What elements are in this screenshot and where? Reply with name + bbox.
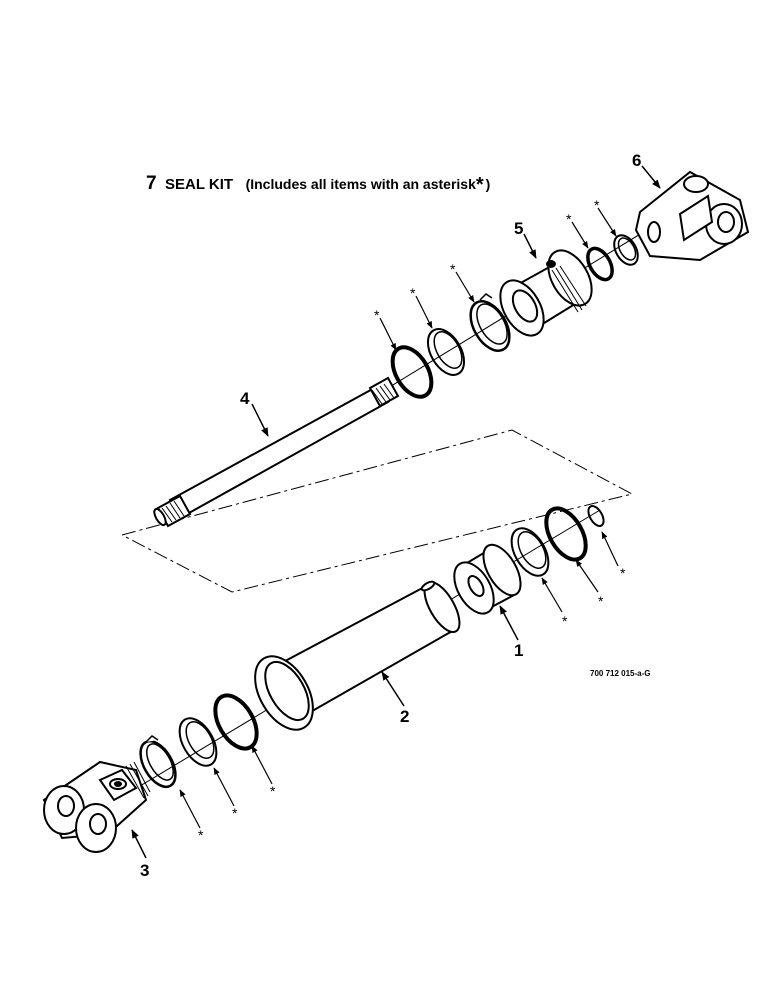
rod-o-ring-upper [390,345,434,399]
piston [453,543,522,615]
callout-leaders [131,165,661,859]
rod-clevis [634,170,750,262]
seal-kit-close-paren: ) [485,176,491,192]
assembly-boundary-dashed [121,429,634,593]
asterisk-leaders [179,207,619,829]
asterisk-mark: * [270,783,276,799]
drawing-reference-code: 700 712 015-a-G [590,669,651,678]
barrel-o-ring-lower [213,693,259,751]
callout-1: 1 [514,641,523,660]
seal-kit-item-number: 7 [146,173,157,194]
retaining-ring-upper [469,293,511,352]
piston-rod [153,376,400,528]
asterisk-mark: * [562,613,568,629]
rod-seal-small-2 [613,234,639,266]
rod-seal-small-1 [586,246,614,282]
callout-5: 5 [514,219,523,238]
gland [499,249,593,337]
asterisk-mark: * [410,285,416,301]
rod-wiper-ring-upper [426,328,466,376]
asterisk-mark: * [620,565,626,581]
asterisk-mark: * [598,593,604,609]
barrel-backup-ring-lower [178,717,218,767]
asterisk-mark: * [594,197,600,213]
base-clevis [42,760,151,853]
seal-kit-title: 7 SEAL KIT (Includes all items with an a… [146,172,491,196]
callout-2: 2 [400,707,409,726]
asterisk-mark: * [566,211,572,227]
asterisk-mark: * [450,261,456,277]
piston-wear-ring [510,527,550,577]
asterisk-mark: * [374,307,380,323]
asterisk-mark: * [232,805,238,821]
seal-kit-asterisk: * [475,174,484,196]
callout-3: 3 [140,861,149,880]
seal-kit-description: (Includes all items with an asterisk [245,176,476,192]
cylinder-barrel [254,580,461,731]
retaining-ring-lower [139,735,177,789]
piston-o-ring [544,506,588,562]
callout-6: 6 [632,151,641,170]
seal-kit-name: SEAL KIT [165,176,234,193]
piston-small-o-ring [587,505,605,527]
callout-4: 4 [240,389,250,408]
asterisk-mark: * [198,827,204,843]
